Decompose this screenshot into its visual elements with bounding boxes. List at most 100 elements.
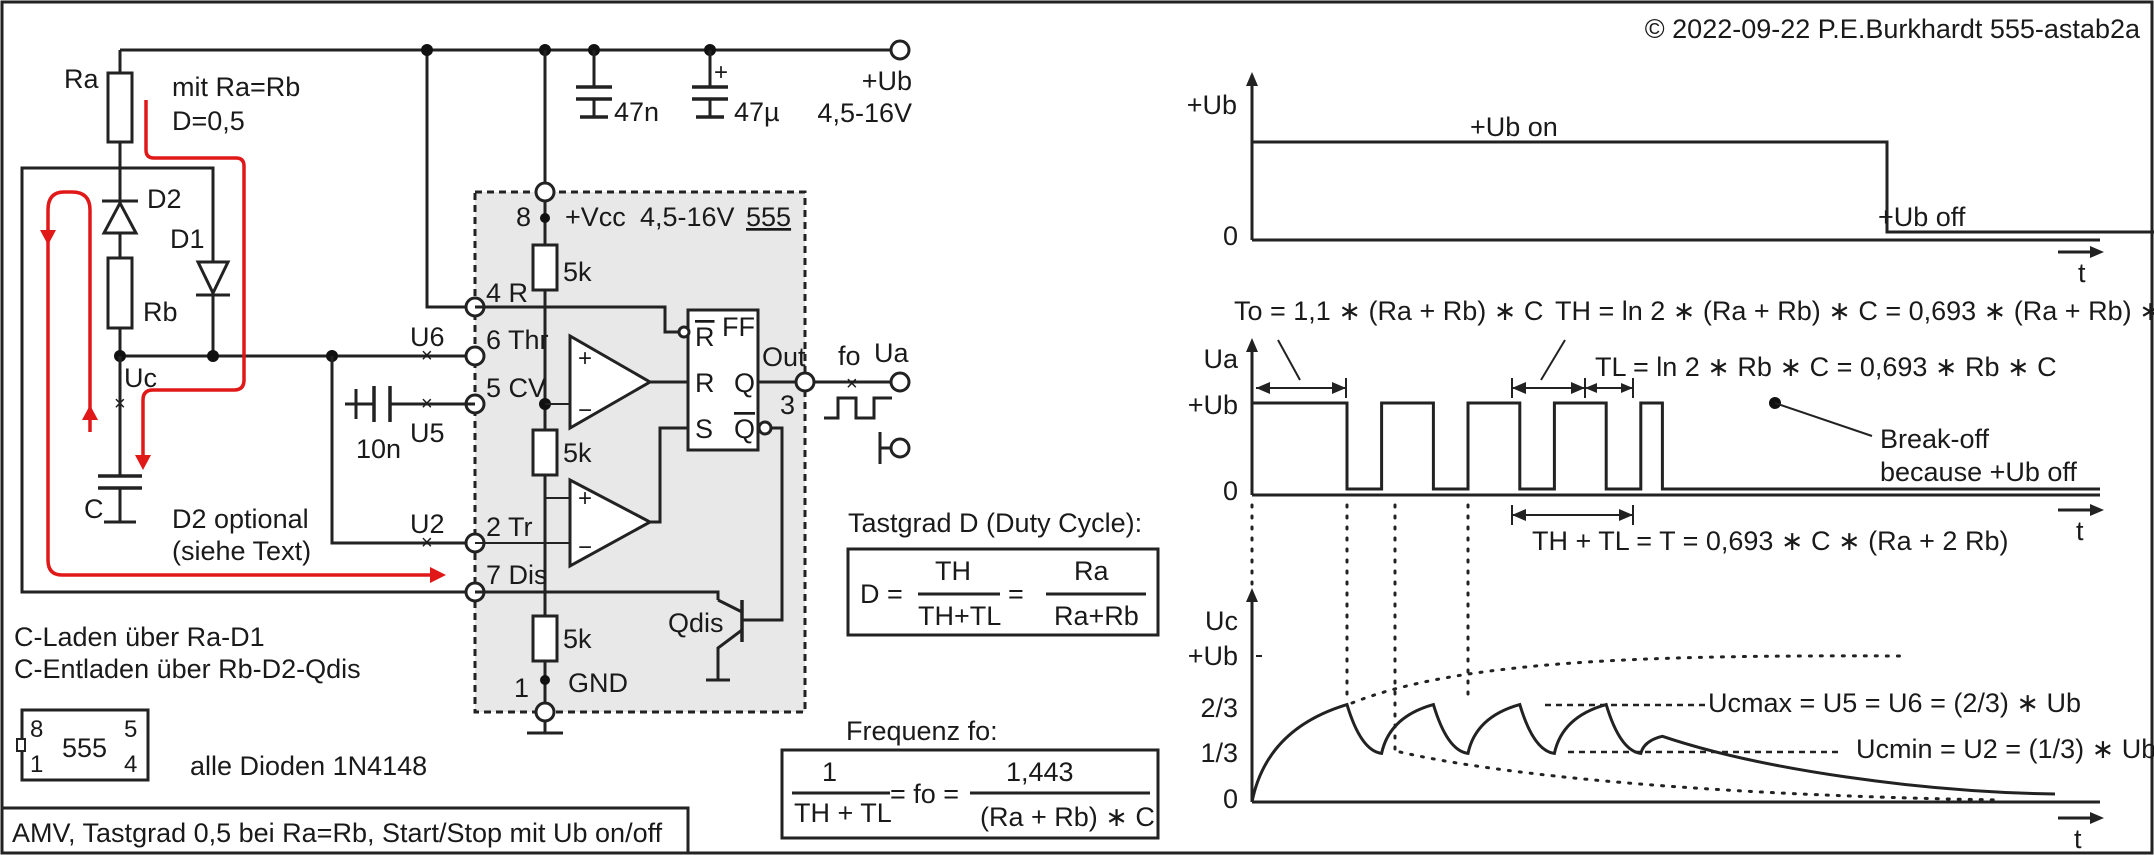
- ff-q: Q: [734, 368, 755, 398]
- output-waveform-icon: [824, 396, 892, 420]
- cap-47u-label: 47µ: [734, 97, 780, 127]
- reset-wire: [475, 305, 680, 334]
- g2-to-leader: [1277, 339, 1301, 381]
- package-outline: [20, 708, 150, 782]
- fo-label: fo: [838, 341, 861, 371]
- ua-label: Ua: [874, 338, 909, 368]
- comparator-outputs: [650, 380, 688, 524]
- ground-out-symbol: [878, 432, 891, 464]
- g2-to-arrow-r: [1332, 382, 1346, 394]
- g3-ucmax: Ucmax = U5 = U6 = (2/3) ∗ Ub: [1708, 688, 2081, 718]
- discharge-path: [46, 190, 440, 577]
- package-notch: [16, 738, 26, 752]
- g2-th-formula: TH = ln 2 ∗ (Ra + Rb) ∗ C = 0,693 ∗ (Ra …: [1555, 296, 2154, 326]
- ra-note-1: mit Ra=Rb: [172, 72, 300, 102]
- comp-lower-minus: −: [578, 534, 592, 561]
- g1-zero: 0: [1223, 221, 1238, 251]
- g1-ylabel: +Ub: [1187, 90, 1237, 120]
- out-label: Out: [762, 342, 806, 372]
- graph-supply: +Ub 0 t +Ub on +Ub off: [1187, 72, 2154, 288]
- g2-t-arrow: [2090, 504, 2104, 516]
- g2-th-arrow-r: [1571, 382, 1585, 394]
- g1-t-arrow: [2090, 246, 2104, 258]
- pin8-terminal: [534, 181, 556, 203]
- g2-ylabel: Ua: [1203, 344, 1238, 374]
- r-mid: [531, 428, 559, 477]
- qdis-base-wire: [742, 426, 784, 622]
- g3-y-arrow: [1246, 588, 1258, 602]
- pkg-pin4: 4: [124, 751, 137, 778]
- u5-label: U5: [410, 418, 445, 448]
- rb-label: Rb: [143, 297, 178, 327]
- g2-breakoff-1: Break-off: [1880, 424, 1990, 454]
- cap-10n: [372, 386, 392, 422]
- cap-47n-label: 47n: [614, 97, 659, 127]
- ra-note-2: D=0,5: [172, 106, 245, 136]
- c-label: C: [84, 494, 104, 524]
- pkg-pin5: 5: [124, 716, 137, 743]
- supply-terminal: [889, 39, 911, 61]
- cap-47u: [692, 85, 728, 119]
- duty-ra: Ra: [1074, 556, 1109, 586]
- pin6-terminal: [464, 345, 486, 367]
- schematic: +Ub 4,5-16V Ra mit Ra=Rb D=0,5 D2 Rb D1 …: [2, 39, 912, 853]
- reset-feed: [425, 50, 475, 309]
- flip-flop: [686, 308, 760, 452]
- vcc-label: +Vcc: [565, 202, 626, 232]
- g1-y-arrow: [1246, 72, 1258, 86]
- g1-trace: [1252, 140, 2154, 234]
- pin1-label: 1: [514, 673, 529, 703]
- ic-body: [473, 190, 807, 714]
- g2-to-formula: To = 1,1 ∗ (Ra + Rb) ∗ C: [1234, 296, 1543, 326]
- d1-label: D1: [170, 224, 205, 254]
- ff-r: R: [695, 368, 715, 398]
- cap-47n: [576, 85, 612, 119]
- tr-wire: [330, 356, 475, 545]
- formulas: Tastgrad D (Duty Cycle): D = TH TH+TL = …: [780, 508, 1160, 840]
- charge-path: [141, 100, 246, 460]
- uc-label: Uc: [124, 363, 157, 393]
- freq-one: 1: [822, 757, 837, 787]
- graph-capacitor: Uc +Ub 2/3 1/3 0 t Ucmax = U5 = U6 = (2/…: [1188, 588, 2154, 854]
- duty-title: Tastgrad D (Duty Cycle):: [848, 508, 1142, 538]
- cap-10n-label: 10n: [356, 434, 401, 464]
- pin2-label: 2 Tr: [486, 512, 533, 542]
- u2-label: U2: [410, 509, 445, 539]
- g3-trace: [1250, 702, 2056, 803]
- g3-discharge-asymptote: [1398, 750, 2002, 802]
- g2-breakoff-leader: [1774, 402, 1873, 437]
- r-top: [531, 243, 559, 292]
- u6-probe: ×: [421, 345, 433, 367]
- g2-to-arrow-l: [1256, 382, 1270, 394]
- copyright: © 2022-09-22 P.E.Burkhardt 555-astab2a: [1645, 14, 2141, 44]
- g3-one-third: 1/3: [1200, 738, 1238, 768]
- pin1-terminal: [534, 701, 556, 723]
- g2-t-dimension: [1511, 505, 1634, 525]
- duty-d-eq: D =: [860, 579, 903, 609]
- g2-projections: [1250, 503, 1470, 752]
- qdis-label: Qdis: [668, 608, 724, 638]
- comparator-inputs: [475, 403, 570, 544]
- pin6-label: 6 Thr: [486, 325, 549, 355]
- pin5-label: 5 CV: [486, 373, 546, 403]
- g2-high: +Ub: [1188, 390, 1238, 420]
- r-mid-label: 5k: [563, 438, 592, 468]
- pin7-label: 7 Dis: [486, 560, 548, 590]
- rb-resistor: [106, 256, 134, 330]
- g2-tl-arrow-l: [1585, 383, 1597, 393]
- ra-label: Ra: [64, 64, 99, 94]
- d2-note-2: (siehe Text): [172, 536, 311, 566]
- g2-xlabel: t: [2076, 516, 2084, 546]
- gnd-label: GND: [568, 668, 628, 698]
- cap-47u-plus: +: [714, 59, 728, 86]
- pin3-label: 3: [780, 390, 795, 420]
- r-top-label: 5k: [563, 257, 592, 287]
- node-reset: [421, 44, 433, 56]
- discharge-note: C-Entladen über Rb-D2-Qdis: [14, 654, 361, 684]
- pin4-label: 4 R: [486, 278, 528, 308]
- comparator-lower: [568, 477, 654, 569]
- g2-y-arrow: [1246, 338, 1258, 352]
- pkg-pin1: 1: [30, 751, 43, 778]
- g2-t-arrow-l: [1512, 509, 1526, 521]
